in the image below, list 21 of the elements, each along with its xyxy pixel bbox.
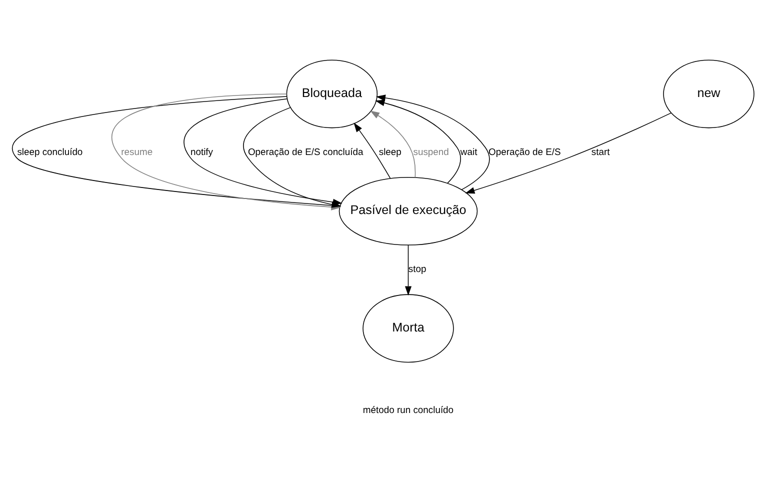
edge-label: Operação de E/S (488, 146, 561, 157)
edge-label: notify (190, 146, 214, 157)
edge-label: start (591, 146, 610, 157)
node-ellipse: Bloqueada (286, 59, 378, 128)
edge-label: sleep (378, 146, 402, 157)
arrow (375, 99, 461, 184)
arrow (370, 110, 416, 178)
edge-label: wait (460, 146, 478, 157)
arrow (376, 94, 490, 190)
label: método run concluído (362, 404, 454, 415)
node-ellipse: Pasível de execução (338, 176, 478, 245)
arrow (404, 244, 412, 296)
node-ellipse: Morta (362, 294, 454, 362)
arrow (465, 112, 672, 194)
edge-label: resume (121, 146, 153, 157)
edge-label: sleep concluído (17, 146, 83, 157)
arrow (354, 122, 391, 178)
node-ellipse: new (663, 59, 754, 128)
edge-label: Operação de E/S concluída (248, 146, 364, 157)
edge-label: suspend (413, 146, 449, 157)
edge-label: stop (408, 262, 426, 274)
